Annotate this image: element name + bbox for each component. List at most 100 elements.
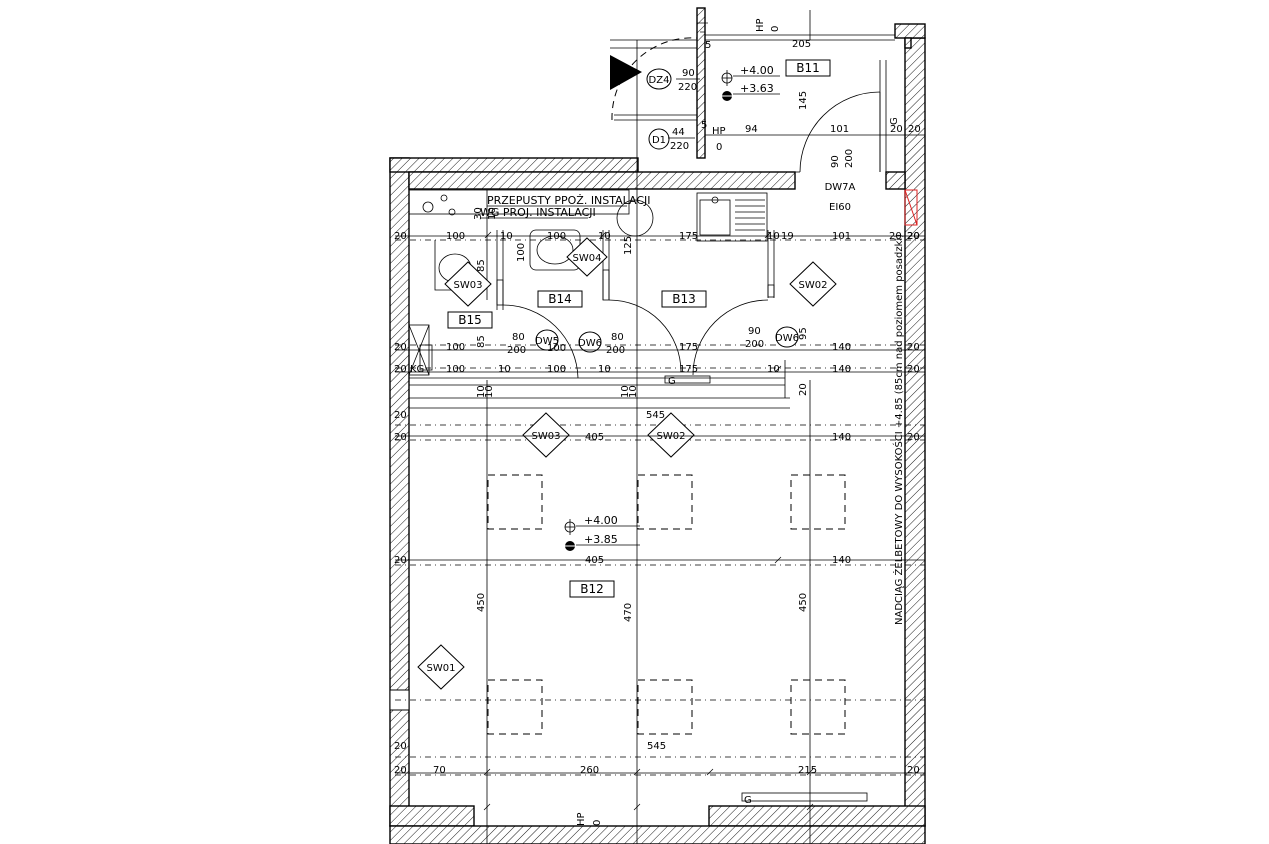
svg-text:SW02: SW02 (799, 280, 828, 291)
svg-text:95: 95 (798, 327, 809, 340)
penetrations-note-line1: PRZEPUSTY PPOŻ. INSTALACJI (487, 194, 651, 207)
level-marks: +4.00 +3.63 +4.00 +3.85 (564, 64, 780, 551)
svg-text:100: 100 (446, 231, 465, 242)
slab-beam-note: NADCIĄG ŻELBETOWY DO WYSOKOŚCI +4.85 (85… (892, 234, 905, 625)
columns (487, 474, 846, 735)
svg-text:19: 19 (781, 231, 794, 242)
door-tag-d1: D1 (652, 135, 666, 146)
left-outer-wall (389, 157, 410, 827)
top-inner-wall (408, 171, 796, 190)
bottom-wall-right (708, 805, 926, 827)
svg-text:70: 70 (433, 765, 446, 776)
svg-text:100: 100 (547, 364, 566, 375)
svg-text:0: 0 (770, 26, 781, 32)
svg-text:125: 125 (623, 236, 634, 255)
svg-text:20: 20 (907, 342, 920, 353)
svg-text:10: 10 (620, 385, 631, 398)
dimension-ticks (483, 231, 814, 811)
room-label-b11: B11 (796, 61, 820, 75)
svg-text:10: 10 (476, 385, 487, 398)
door-tag-dz4: DZ4 (649, 75, 670, 86)
marker-sw04: SW04 (566, 237, 608, 277)
svg-text:SW03: SW03 (454, 280, 483, 291)
svg-text:20: 20 (394, 410, 407, 421)
svg-text:20: 20 (907, 432, 920, 443)
penetration-icon (422, 201, 434, 213)
top-wall-left (389, 157, 639, 173)
column-outline (637, 474, 693, 530)
door-tag-dw5: DW5 (535, 336, 559, 347)
svg-text:20: 20 (908, 124, 921, 135)
marker-sw02-upper: SW02 (789, 261, 837, 307)
level-b11-top: +4.00 (740, 64, 774, 77)
svg-text:100: 100 (547, 343, 566, 354)
svg-text:20: 20 (890, 124, 903, 135)
svg-text:140: 140 (832, 342, 851, 353)
svg-text:80: 80 (512, 332, 525, 343)
svg-text:0: 0 (716, 142, 722, 153)
bottom-wall-lintel (389, 825, 926, 844)
level-b11-bottom: +3.63 (740, 82, 774, 95)
sw-markers: SW03 SW04 SW02 SW03 SW02 SW01 (417, 237, 837, 690)
svg-text:20: 20 (394, 231, 407, 242)
svg-text:470: 470 (623, 603, 634, 622)
svg-text:205: 205 (792, 39, 811, 50)
svg-text:20: 20 (907, 231, 920, 242)
level-b12-top: +4.00 (584, 514, 618, 527)
svg-text:0: 0 (592, 820, 603, 826)
svg-text:215: 215 (798, 765, 817, 776)
svg-text:100: 100 (547, 231, 566, 242)
svg-text:450: 450 (798, 593, 809, 612)
svg-text:545: 545 (646, 410, 665, 421)
svg-text:10: 10 (487, 207, 498, 220)
svg-text:HP: HP (712, 126, 726, 137)
kitchen-sink-icon (696, 192, 768, 242)
marker-sw03-lower: SW03 (522, 412, 570, 458)
dim-text-d100-vertical: 100 (516, 243, 527, 262)
column-outline (487, 474, 543, 530)
marker-sw02-lower: SW02 (647, 412, 695, 458)
annex-top-right (894, 23, 926, 39)
svg-text:20: 20 (394, 342, 407, 353)
svg-text:80: 80 (611, 332, 624, 343)
svg-text:20: 20 (394, 765, 407, 776)
room-label-b14: B14 (548, 292, 572, 306)
door-tag-dw6-left: DW6 (578, 338, 602, 349)
svg-text:KG: KG (410, 364, 424, 375)
svg-text:220: 220 (670, 141, 689, 152)
bottom-wall-left (389, 805, 475, 827)
marker-sw03-upper: SW03 (444, 261, 492, 307)
room-label-b15: B15 (458, 313, 482, 327)
svg-text:200: 200 (606, 345, 625, 356)
svg-text:G: G (744, 795, 752, 806)
penetrations-note-line2: WG PROJ. INSTALACJI (480, 206, 596, 219)
svg-text:200: 200 (745, 339, 764, 350)
svg-text:SW01: SW01 (427, 663, 456, 674)
dimensions: 5 5 205 90 220 44 220 HP 0 94 101 20 20 … (394, 18, 925, 826)
walls (389, 7, 926, 844)
svg-text:20: 20 (798, 383, 809, 396)
svg-text:220: 220 (678, 82, 697, 93)
svg-text:175: 175 (679, 364, 698, 375)
column-outline (637, 679, 693, 735)
svg-text:90: 90 (748, 326, 761, 337)
svg-text:10: 10 (598, 231, 611, 242)
svg-text:20: 20 (907, 231, 920, 242)
svg-text:20: 20 (907, 765, 920, 776)
svg-text:HP: HP (755, 18, 766, 32)
svg-text:20: 20 (394, 741, 407, 752)
fire-rating-ei60: EI60 (829, 202, 851, 213)
svg-text:10: 10 (598, 364, 611, 375)
svg-text:175: 175 (679, 342, 698, 353)
svg-text:100: 100 (446, 364, 465, 375)
svg-text:140: 140 (832, 364, 851, 375)
svg-text:405: 405 (585, 555, 604, 566)
entrance-triangle-icon (610, 55, 642, 90)
svg-text:44: 44 (672, 127, 685, 138)
svg-text:20: 20 (394, 555, 407, 566)
fire-damper-icon (904, 189, 918, 226)
svg-text:260: 260 (580, 765, 599, 776)
svg-text:10: 10 (500, 231, 513, 242)
column-outline (790, 679, 846, 735)
